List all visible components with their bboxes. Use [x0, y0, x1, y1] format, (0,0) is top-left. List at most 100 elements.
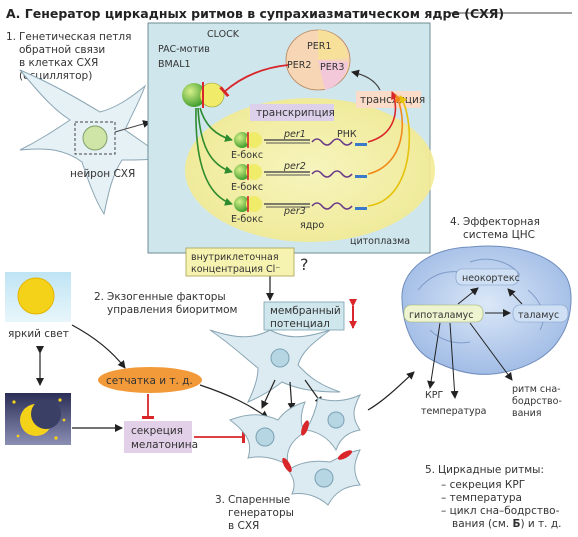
hypothalamus-label: гипоталамус: [409, 310, 473, 321]
zoom-arrow: [114, 120, 151, 133]
section4-line-2: система ЦНС: [463, 229, 535, 241]
hyp-to-temperature: [449, 322, 459, 399]
brain-folds: [417, 258, 544, 344]
transcription-tag: [250, 104, 334, 121]
sleep-line-2: бодрство-: [512, 396, 562, 407]
hyp-to-krg: [427, 322, 441, 389]
membrane-line-1: мембранный: [270, 305, 341, 317]
clock-bmal-complex: [182, 82, 225, 108]
bright-light-label: яркий свет: [8, 328, 69, 340]
section3-line-3: в СХЯ: [228, 520, 259, 532]
melatonin-line-2: мелатонина: [131, 439, 198, 451]
rna-2: [311, 170, 353, 178]
section4-line-1: Эффекторная: [463, 216, 540, 228]
ebox-3-label: Е-бокс: [231, 214, 263, 225]
translation-arrow-3: [367, 95, 411, 207]
section5-item-2: – температура: [441, 492, 522, 504]
translation-to-per: [351, 69, 381, 91]
thalamus-to-neocortex: [507, 288, 523, 305]
section5-item-4: вания (см. Б) и т. д.: [452, 518, 561, 530]
retina-label: сетчатка и т. д.: [106, 375, 193, 387]
section4-number: 4.: [450, 216, 460, 228]
neocortex-label: неокортекс: [462, 273, 520, 284]
rna-3: [311, 202, 353, 210]
retina-to-generators-arrow: [199, 384, 269, 419]
section2-line-2: управления биоритмом: [107, 304, 237, 316]
scn-neuron: [19, 69, 167, 216]
coupled-generators: [228, 393, 362, 506]
down-arrow-2: [287, 381, 296, 411]
section5-item-4c: ) и т. д.: [520, 518, 561, 530]
sun-icon: [17, 277, 55, 315]
ebox-1-label: Е-бокс: [231, 150, 263, 161]
translation-label: трансляция: [360, 94, 425, 106]
nucleus-label: ядро: [300, 220, 324, 231]
sleep-line-3: вания: [512, 408, 542, 419]
gene-row-1: [234, 132, 310, 148]
gene-per1-label: per1: [283, 129, 306, 140]
translation-arrow-1: [367, 91, 399, 143]
per3-label: PER3: [320, 62, 344, 73]
section5-item-1: – секреция КРГ: [441, 479, 525, 491]
chloride-question: ?: [300, 255, 309, 274]
section3-number: 3.: [215, 494, 225, 506]
per2-label: PER2: [287, 60, 311, 71]
arrow-ebox-3: [195, 107, 233, 206]
gene-row-2: [234, 164, 310, 180]
section5-item-4b: Б: [512, 518, 520, 530]
section5-item-4a: вания (см.: [452, 518, 512, 530]
krg-label: КРГ: [425, 390, 443, 401]
transcription-label: транскрипция: [256, 107, 335, 119]
moon-icon: [20, 399, 61, 436]
neuron-label: нейрон СХЯ: [70, 168, 135, 180]
chloride-line-2: концентрация Cl⁻: [191, 264, 280, 275]
membrane-neuron: [209, 329, 341, 403]
section1-number: 1.: [6, 31, 16, 43]
neuron-nucleus: [82, 125, 108, 151]
ebox-2-label: Е-бокс: [231, 182, 263, 193]
thalamus-tag: [512, 304, 569, 323]
arrow-ebox-2: [197, 107, 233, 174]
section2-line-1: Экзогенные факторы: [107, 291, 226, 303]
section1-line-1: Генетическая петля: [19, 31, 131, 43]
down-arrow-1: [261, 379, 276, 409]
chloride-box: [185, 247, 295, 277]
hypothalamus-tag: [403, 304, 484, 323]
arrow-ebox-1: [199, 107, 233, 142]
figure-title: А. Генератор циркадных ритмов в супрахиа…: [6, 6, 504, 21]
cytoplasm-label: цитоплазма: [350, 236, 410, 247]
gene-row-3: [234, 196, 310, 212]
per-complex: [285, 29, 351, 91]
per1-label: PER1: [307, 41, 331, 52]
rna-1: [311, 138, 353, 146]
translation-arrow-2: [367, 94, 404, 175]
thalamus-label: таламус: [518, 310, 559, 321]
bmal-label: BMAL1: [158, 59, 191, 70]
section5-number: 5.: [425, 464, 435, 476]
clock-label: CLOCK: [207, 29, 240, 40]
retina-pill: [98, 367, 202, 393]
section3-line-1: Спаренные: [228, 494, 290, 506]
rna-label: РНК: [337, 129, 357, 140]
sleep-line-1: ритм сна-: [512, 384, 561, 395]
section3-line-2: генераторы: [228, 507, 294, 519]
light-to-retina-arrow: [71, 324, 126, 369]
pac-label: PAC-мотив: [158, 44, 210, 55]
stars-icon: [12, 398, 66, 440]
membrane-line-2: потенциал: [270, 318, 330, 330]
section1-line-3: в клетках СХЯ: [19, 57, 98, 69]
hyp-to-neocortex: [457, 287, 479, 305]
generators-to-brain-arrow: [367, 371, 415, 411]
ribosome-marks: [355, 143, 367, 210]
chloride-line-1: внутриклеточная: [191, 252, 279, 263]
temperature-label: температура: [421, 406, 486, 417]
gene-per2-label: per2: [283, 161, 306, 172]
melatonin-box: [124, 421, 192, 453]
zoom-box: [74, 121, 116, 155]
section1-line-2: обратной связи: [19, 44, 105, 56]
per-inhibition: [219, 64, 289, 98]
title-band: [3, 3, 575, 23]
gene-per3-label: per3: [283, 206, 306, 217]
brain-shape: [401, 245, 572, 375]
